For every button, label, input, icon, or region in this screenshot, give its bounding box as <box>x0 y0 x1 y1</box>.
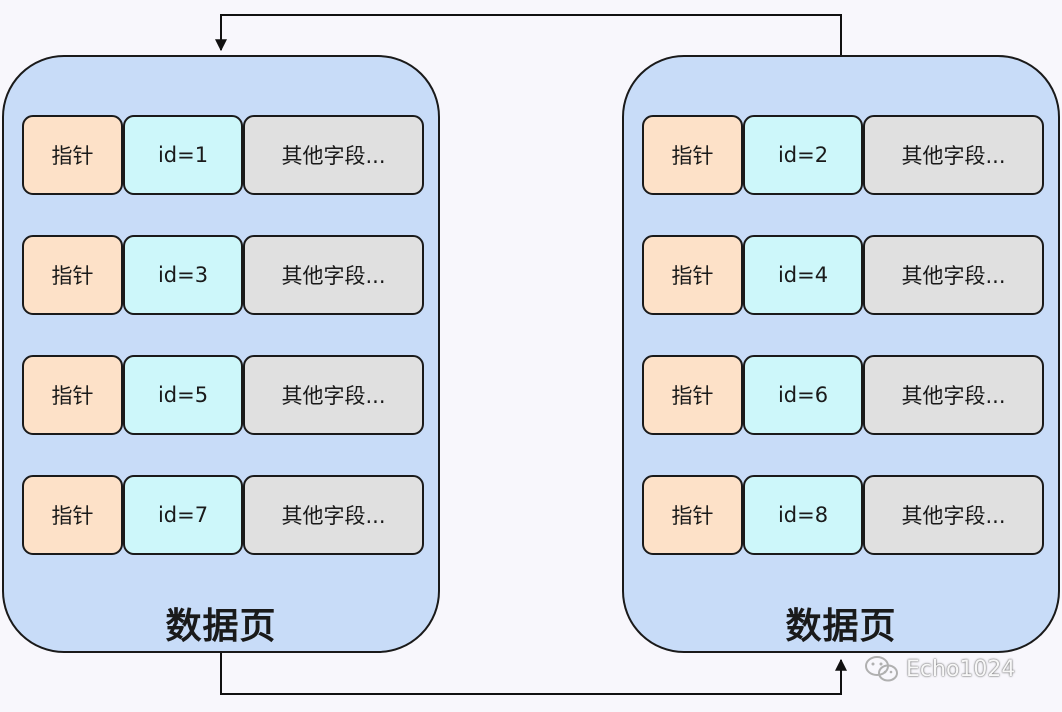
id-cell: id=7 <box>123 475 243 555</box>
watermark-text: Echo1024 <box>906 656 1016 682</box>
record-row: 指针 id=5 其他字段... <box>22 355 424 437</box>
pointer-cell: 指针 <box>642 355 743 435</box>
id-cell: id=6 <box>743 355 863 435</box>
other-fields-cell: 其他字段... <box>243 355 424 435</box>
pointer-cell: 指针 <box>22 235 123 315</box>
page-label: 数据页 <box>165 606 277 647</box>
id-cell: id=8 <box>743 475 863 555</box>
id-cell: id=2 <box>743 115 863 195</box>
other-fields-cell: 其他字段... <box>863 235 1044 315</box>
id-cell: id=4 <box>743 235 863 315</box>
bottom-connector-arrow <box>220 653 847 695</box>
other-fields-cell: 其他字段... <box>243 115 424 195</box>
record-row: 指针 id=7 其他字段... <box>22 475 424 557</box>
id-cell: id=5 <box>123 355 243 435</box>
page-label: 数据页 <box>785 606 897 647</box>
record-row: 指针 id=4 其他字段... <box>642 235 1044 317</box>
id-cell: id=3 <box>123 235 243 315</box>
wechat-icon <box>865 656 898 682</box>
record-row: 指针 id=8 其他字段... <box>642 475 1044 557</box>
other-fields-cell: 其他字段... <box>863 355 1044 435</box>
id-cell: id=1 <box>123 115 243 195</box>
data-page-left: 指针 id=1 其他字段... 指针 id=3 其他字段... 指针 id=5 … <box>2 55 440 653</box>
pointer-cell: 指针 <box>22 115 123 195</box>
pointer-cell: 指针 <box>642 475 743 555</box>
other-fields-cell: 其他字段... <box>243 475 424 555</box>
record-row: 指针 id=1 其他字段... <box>22 115 424 197</box>
record-row: 指针 id=2 其他字段... <box>642 115 1044 197</box>
pointer-cell: 指针 <box>642 115 743 195</box>
pointer-cell: 指针 <box>22 475 123 555</box>
record-row: 指针 id=6 其他字段... <box>642 355 1044 437</box>
other-fields-cell: 其他字段... <box>863 475 1044 555</box>
other-fields-cell: 其他字段... <box>243 235 424 315</box>
data-page-right: 指针 id=2 其他字段... 指针 id=4 其他字段... 指针 id=6 … <box>622 55 1060 653</box>
watermark: Echo1024 <box>864 655 1015 683</box>
pointer-cell: 指针 <box>642 235 743 315</box>
top-connector-arrow <box>215 14 842 55</box>
pointer-cell: 指针 <box>22 355 123 435</box>
record-row: 指针 id=3 其他字段... <box>22 235 424 317</box>
other-fields-cell: 其他字段... <box>863 115 1044 195</box>
